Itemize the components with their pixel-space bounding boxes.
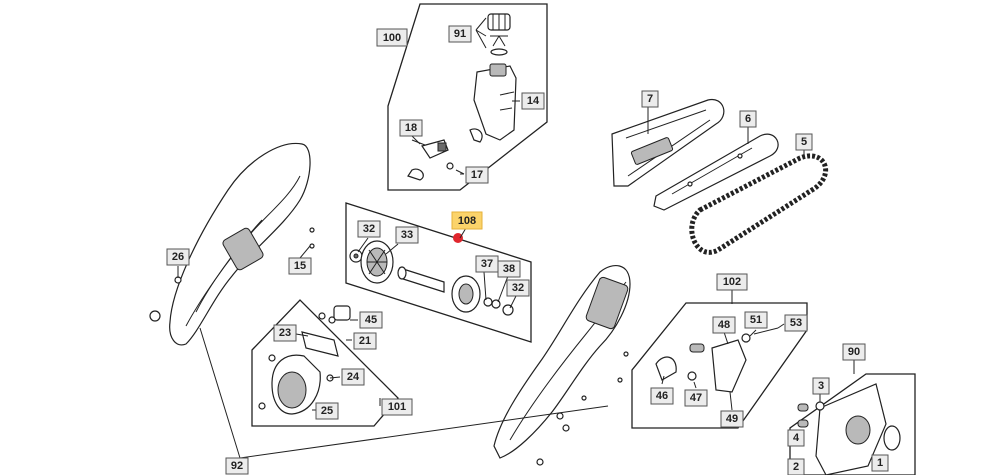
housing-left-icon — [149, 142, 315, 346]
label-15: 15 — [288, 257, 312, 275]
svg-text:108: 108 — [458, 215, 476, 227]
label-100: 100 — [376, 28, 408, 47]
label-23: 23 — [273, 324, 297, 342]
label-47: 47 — [684, 389, 708, 407]
svg-text:2: 2 — [793, 461, 799, 473]
svg-text:90: 90 — [848, 346, 860, 358]
label-24: 24 — [341, 368, 365, 386]
svg-text:53: 53 — [790, 317, 802, 329]
label-5: 5 — [795, 133, 813, 151]
svg-text:15: 15 — [294, 260, 306, 272]
svg-text:48: 48 — [718, 319, 730, 331]
label-45: 45 — [359, 311, 383, 329]
label-49: 49 — [720, 410, 744, 428]
svg-text:5: 5 — [801, 136, 807, 148]
label-51: 51 — [744, 311, 768, 329]
label-32: 32 — [357, 220, 381, 238]
label-33: 33 — [395, 226, 419, 244]
svg-text:3: 3 — [818, 380, 824, 392]
saw-chain-icon — [689, 153, 829, 255]
label-26: 26 — [166, 248, 190, 266]
guide-bar-icon — [653, 133, 779, 211]
sprocket-assembly-icon — [345, 202, 532, 343]
svg-text:7: 7 — [647, 93, 653, 105]
label-53: 53 — [784, 314, 808, 332]
label-4: 4 — [787, 429, 805, 447]
label-18: 18 — [399, 119, 423, 137]
svg-text:6: 6 — [745, 113, 751, 125]
label-101: 101 — [381, 398, 413, 416]
svg-text:33: 33 — [401, 229, 413, 241]
label-108-highlighted: 108 — [451, 211, 483, 230]
label-21: 21 — [353, 332, 377, 350]
svg-text:26: 26 — [172, 251, 184, 263]
svg-text:47: 47 — [690, 392, 702, 404]
label-38: 38 — [497, 260, 521, 278]
label-37: 37 — [475, 255, 499, 273]
guide-bar-icon — [611, 98, 725, 187]
svg-text:1: 1 — [877, 457, 883, 469]
svg-text:91: 91 — [454, 28, 466, 40]
svg-text:23: 23 — [279, 327, 291, 339]
svg-text:25: 25 — [321, 405, 333, 417]
svg-text:32: 32 — [363, 223, 375, 235]
label-90: 90 — [842, 343, 866, 361]
label-14: 14 — [521, 92, 545, 110]
label-92: 92 — [225, 457, 249, 475]
svg-text:18: 18 — [405, 122, 417, 134]
label-46: 46 — [650, 387, 674, 405]
svg-text:4: 4 — [793, 432, 800, 444]
label-91: 91 — [448, 25, 472, 43]
bracket-icon — [631, 302, 808, 429]
oil-tank-icon — [387, 3, 548, 191]
svg-text:45: 45 — [365, 314, 377, 326]
svg-text:46: 46 — [656, 390, 668, 402]
svg-text:51: 51 — [750, 314, 762, 326]
svg-text:101: 101 — [388, 401, 406, 413]
svg-text:17: 17 — [471, 169, 483, 181]
svg-text:49: 49 — [726, 413, 738, 425]
label-102: 102 — [716, 273, 748, 291]
label-2: 2 — [787, 458, 805, 475]
svg-text:92: 92 — [231, 460, 243, 472]
label-6: 6 — [739, 110, 757, 128]
highlight-marker — [453, 233, 463, 243]
motor-icon — [251, 299, 399, 427]
cover-icon — [789, 373, 916, 475]
label-48: 48 — [712, 316, 736, 334]
svg-text:24: 24 — [347, 371, 360, 383]
svg-text:38: 38 — [503, 263, 515, 275]
svg-text:102: 102 — [723, 276, 741, 288]
label-1: 1 — [871, 454, 889, 472]
label-32-second: 32 — [506, 279, 530, 297]
svg-text:32: 32 — [512, 282, 524, 294]
label-7: 7 — [641, 90, 659, 108]
label-3: 3 — [812, 377, 830, 395]
svg-text:14: 14 — [527, 95, 540, 107]
label-25: 25 — [315, 402, 339, 420]
svg-text:37: 37 — [481, 258, 493, 270]
svg-text:21: 21 — [359, 335, 371, 347]
label-17: 17 — [465, 166, 489, 184]
svg-text:100: 100 — [383, 32, 401, 44]
